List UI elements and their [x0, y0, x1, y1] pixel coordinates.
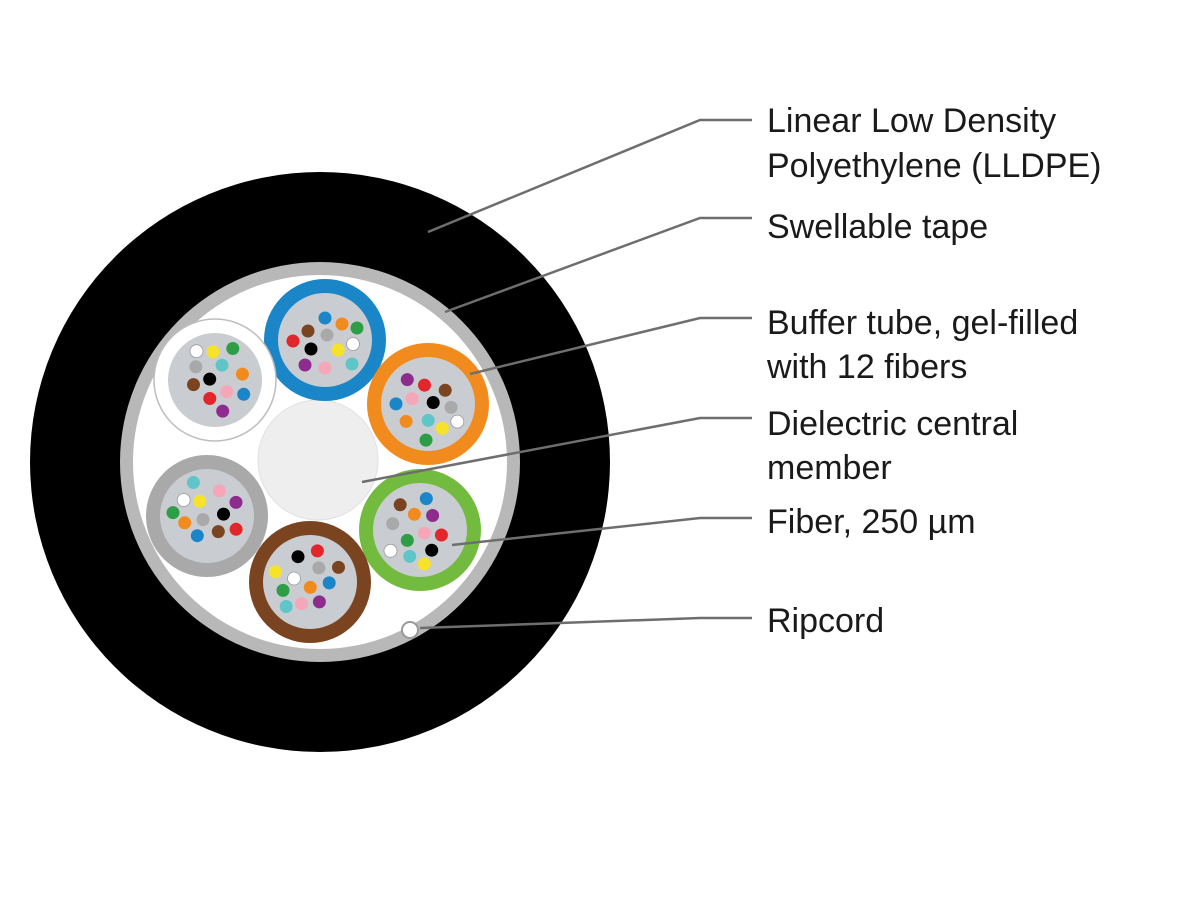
fiber: [393, 498, 407, 512]
fiber: [345, 357, 359, 371]
leader-line-jacket: [427, 118, 752, 234]
label-fiber: Fiber, 250 µm: [767, 503, 976, 541]
fiber: [304, 342, 318, 356]
label-jacket-line1: Linear Low Density: [767, 102, 1056, 140]
fiber: [444, 400, 458, 414]
buffer-tube-orange: [367, 343, 489, 465]
fiber: [346, 337, 360, 351]
fiber: [217, 507, 230, 521]
fiber: [279, 600, 293, 613]
fiber: [383, 543, 398, 558]
leader-line-central-member: [361, 416, 752, 484]
fiber: [417, 557, 431, 571]
fiber: [303, 580, 317, 594]
fiber: [286, 334, 300, 348]
fiber: [166, 506, 180, 520]
fiber: [389, 397, 403, 411]
fiber: [211, 525, 225, 539]
fiber: [190, 529, 204, 543]
fiber: [206, 345, 220, 359]
fiber: [229, 495, 243, 509]
fiber: [189, 344, 204, 359]
fiber: [350, 321, 364, 335]
label-central-member-line1: Dielectric central: [767, 405, 1018, 443]
label-tape: Swellable tape: [767, 208, 988, 246]
fiber: [386, 517, 400, 531]
fiber: [407, 507, 421, 521]
label-ripcord: Ripcord: [767, 602, 884, 640]
fiber: [425, 543, 439, 557]
fiber: [176, 493, 191, 507]
fiber: [216, 404, 230, 418]
fiber: [426, 396, 440, 409]
label-jacket-line2: Polyethylene (LLDPE): [767, 147, 1102, 185]
buffer-tube-slate: [146, 455, 268, 577]
fiber: [268, 565, 282, 579]
fiber: [287, 571, 301, 586]
fiber: [403, 549, 417, 563]
callout-labels: Linear Low Density Polyethylene (LLDPE) …: [766, 102, 1102, 640]
fiber: [189, 360, 203, 374]
fiber: [291, 550, 305, 564]
leader-lines: [361, 118, 752, 630]
fiber: [203, 392, 217, 405]
buffer-tube-white: [153, 318, 277, 442]
fiber: [419, 492, 433, 506]
fiber: [450, 414, 465, 429]
fiber: [435, 421, 449, 435]
fiber: [434, 528, 448, 542]
fiber: [298, 358, 312, 372]
fiber: [438, 383, 452, 397]
fiber: [421, 413, 435, 427]
fiber: [331, 343, 345, 357]
dielectric-central-member: [257, 399, 379, 521]
fiber: [335, 317, 349, 331]
fiber: [312, 595, 326, 609]
leader-line-tape: [444, 216, 752, 314]
label-buffer-tube-line2: with 12 fibers: [766, 348, 967, 386]
fiber: [220, 385, 234, 399]
fiber: [196, 513, 210, 527]
fiber: [312, 561, 326, 575]
fiber: [310, 544, 324, 558]
fiber: [301, 324, 315, 338]
fiber: [322, 576, 336, 590]
fiber: [215, 358, 229, 372]
fiber: [318, 361, 332, 375]
leader-line-ripcord: [419, 616, 752, 630]
fiber: [418, 378, 431, 392]
fiber: [419, 433, 433, 447]
fiber: [405, 392, 419, 406]
fiber: [187, 378, 200, 392]
buffer-tubes: [146, 279, 489, 643]
fiber: [320, 328, 334, 342]
fiber: [212, 484, 226, 498]
fiber: [276, 583, 290, 597]
fiber: [400, 373, 414, 387]
fiber: [426, 509, 440, 522]
leader-line-fiber: [451, 516, 752, 547]
buffer-tube-green: [359, 469, 481, 591]
fiber: [186, 476, 200, 489]
fiber: [318, 311, 332, 325]
fiber: [226, 342, 240, 355]
fiber: [229, 522, 243, 536]
label-buffer-tube-line1: Buffer tube, gel-filled: [767, 304, 1078, 342]
leader-line-buffer-tube: [469, 316, 752, 376]
ripcord: [401, 621, 419, 639]
fiber: [417, 526, 431, 540]
buffer-tube-brown: [249, 521, 371, 643]
fiber: [237, 387, 251, 401]
fiber: [235, 367, 249, 381]
fiber: [178, 516, 192, 530]
fiber: [332, 560, 345, 574]
fiber: [295, 597, 308, 611]
fiber: [203, 372, 217, 386]
label-central-member-line2: member: [767, 449, 892, 487]
fiber: [193, 494, 207, 508]
fiber: [399, 414, 413, 428]
buffer-tube-blue: [264, 279, 386, 401]
fiber: [400, 533, 414, 547]
